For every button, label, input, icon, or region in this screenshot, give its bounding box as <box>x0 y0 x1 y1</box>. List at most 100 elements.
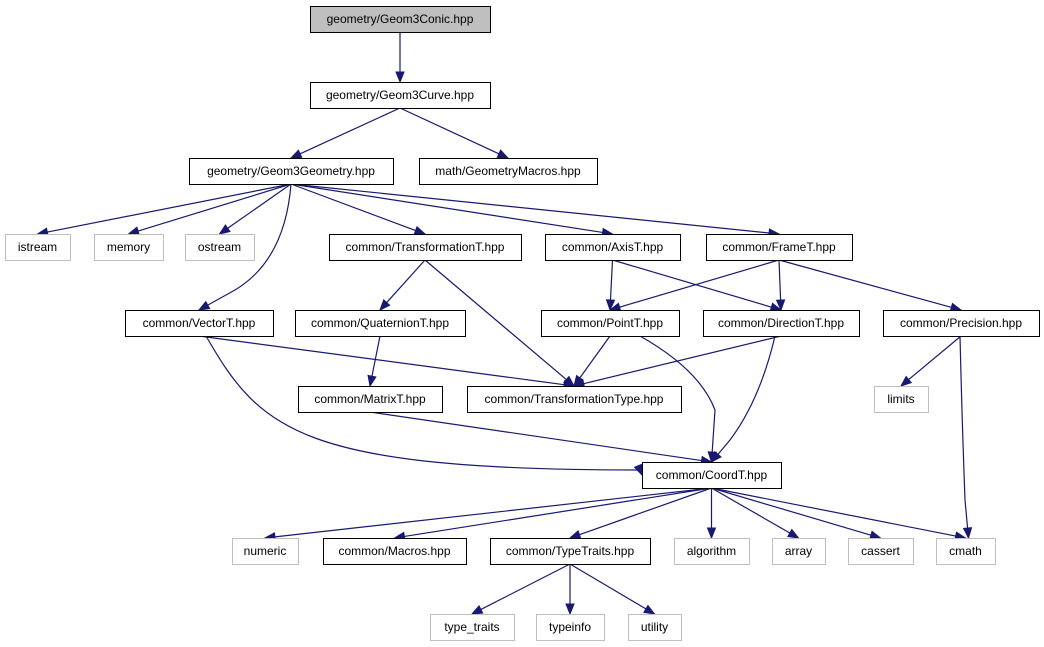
arrowhead <box>127 226 140 236</box>
node-ostream: ostream <box>185 234 255 261</box>
node-box <box>5 234 71 261</box>
edge-coordT-to-cassert <box>711 487 882 540</box>
node-label: common/DirectionT.hpp <box>718 316 844 330</box>
node-label: common/TransformationType.hpp <box>485 392 664 406</box>
node-frameT[interactable]: common/FrameT.hpp <box>706 234 853 261</box>
node-label: common/FrameT.hpp <box>722 240 836 254</box>
node-axisT[interactable]: common/AxisT.hpp <box>545 234 681 261</box>
node-box <box>189 158 394 185</box>
node-label: utility <box>641 620 668 634</box>
node-box <box>642 462 782 489</box>
arrowhead <box>379 299 391 312</box>
node-geometry[interactable]: geometry/Geom3Geometry.hpp <box>189 158 394 185</box>
node-array: array <box>772 538 826 565</box>
node-label: limits <box>887 392 914 406</box>
edge-frameT-to-directionT <box>775 259 786 312</box>
edge-geometry-to-axisT <box>290 183 614 238</box>
node-box <box>185 234 255 261</box>
node-box <box>674 538 750 565</box>
node-conic[interactable]: geometry/Geom3Conic.hpp <box>310 6 491 33</box>
node-label: algorithm <box>687 544 736 558</box>
node-limits: limits <box>874 386 929 413</box>
node-vectorT[interactable]: common/VectorT.hpp <box>125 310 274 337</box>
node-box <box>848 538 914 565</box>
node-geommacros[interactable]: math/GeometryMacros.hpp <box>419 158 598 185</box>
node-box <box>310 6 491 33</box>
node-typeinfo: typeinfo <box>536 614 605 641</box>
node-label: common/VectorT.hpp <box>143 316 256 330</box>
node-label: cassert <box>861 544 900 558</box>
arrowhead <box>218 224 231 235</box>
node-label: cmath <box>949 544 982 558</box>
node-box <box>329 234 522 261</box>
edge-geometry-to-frameT <box>290 183 781 238</box>
arrowhead <box>470 605 484 615</box>
node-precision[interactable]: common/Precision.hpp <box>883 310 1040 337</box>
edge-typeTraits-to-typeinfo <box>565 564 575 616</box>
node-transformationType[interactable]: common/TransformationType.hpp <box>467 386 682 413</box>
node-box <box>94 234 164 261</box>
arrowhead <box>395 71 405 84</box>
node-box <box>467 386 682 413</box>
node-coordT[interactable]: common/CoordT.hpp <box>642 462 782 489</box>
edge-coordT-to-array <box>711 487 800 539</box>
node-transformationT[interactable]: common/TransformationT.hpp <box>329 234 522 261</box>
edge-transformationT-to-quaternionT <box>379 259 426 312</box>
node-quaternionT[interactable]: common/QuaternionT.hpp <box>295 310 466 337</box>
node-label: common/Macros.hpp <box>338 544 450 558</box>
node-label: geometry/Geom3Geometry.hpp <box>207 164 375 178</box>
node-algorithm: algorithm <box>674 538 750 565</box>
node-memory: memory <box>94 234 164 261</box>
node-box <box>419 158 598 185</box>
arrowhead <box>367 374 377 388</box>
node-curve[interactable]: geometry/Geom3Curve.hpp <box>310 82 491 109</box>
edge-typeTraits-to-type_traits <box>470 563 571 615</box>
node-label: common/AxisT.hpp <box>562 240 664 254</box>
node-box <box>125 310 274 337</box>
node-box <box>232 538 299 565</box>
node-typeTraits[interactable]: common/TypeTraits.hpp <box>490 538 651 565</box>
node-label: common/TypeTraits.hpp <box>506 544 635 558</box>
node-matrixT[interactable]: common/MatrixT.hpp <box>298 386 443 413</box>
edge-precision-to-cmath <box>959 335 973 540</box>
arrowhead <box>643 604 656 615</box>
arrowhead <box>197 300 211 311</box>
edge-vectorT-to-transformationType <box>198 335 576 390</box>
node-box <box>536 614 605 641</box>
node-box <box>490 538 651 565</box>
node-pointT[interactable]: common/PointT.hpp <box>541 310 680 337</box>
node-box <box>874 386 929 413</box>
node-label: geometry/Geom3Conic.hpp <box>327 12 474 26</box>
node-numeric: numeric <box>232 538 299 565</box>
arrowhead <box>289 149 303 159</box>
node-utility: utility <box>628 614 682 641</box>
edge-curve-to-geometry <box>289 107 401 159</box>
node-macros[interactable]: common/Macros.hpp <box>323 538 467 565</box>
edge-quaternionT-to-matrixT <box>367 335 381 388</box>
edge-geometry-to-ostream <box>218 183 292 235</box>
node-box <box>703 310 860 337</box>
node-label: common/MatrixT.hpp <box>314 392 426 406</box>
arrowhead <box>787 528 800 539</box>
node-label: common/CoordT.hpp <box>656 468 768 482</box>
node-label: typeinfo <box>549 620 591 634</box>
arrowhead <box>899 375 913 387</box>
edge-frameT-to-pointT <box>608 259 780 312</box>
edge-conic-to-curve <box>395 32 405 84</box>
node-istream: istream <box>5 234 71 261</box>
edge-geometry-to-vectorT <box>197 183 292 311</box>
nodes-layer: geometry/Geom3Conic.hpp geometry/Geom3Cur… <box>5 6 1040 641</box>
arrowhead <box>710 450 722 464</box>
arrowhead <box>568 530 582 539</box>
edge-coordT-to-algorithm <box>706 488 717 540</box>
arrowhead <box>496 149 510 159</box>
edge-axisT-to-directionT <box>612 259 783 312</box>
node-label: array <box>785 544 812 558</box>
node-directionT[interactable]: common/DirectionT.hpp <box>703 310 860 337</box>
edges-layer <box>36 32 973 616</box>
node-box <box>430 614 515 641</box>
arrowhead <box>706 527 717 540</box>
edge-coordT-to-numeric <box>263 487 712 542</box>
edge-coordT-to-cmath <box>711 487 967 541</box>
